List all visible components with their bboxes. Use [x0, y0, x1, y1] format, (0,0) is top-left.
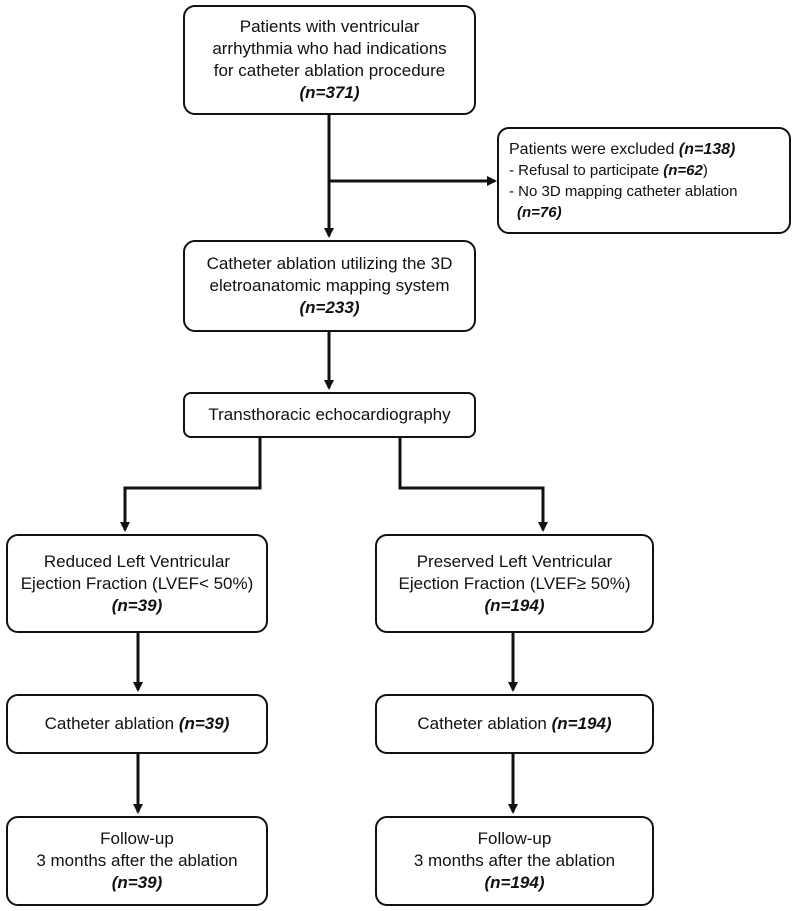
- ablation-reduced-label: Catheter ablation: [44, 714, 179, 733]
- reduced-count: (n=39): [111, 595, 163, 615]
- echo-label: Transthoracic echocardiography: [208, 405, 451, 424]
- followup-preserved-line-2: 3 months after the ablation: [413, 851, 616, 870]
- followup-preserved-count: (n=194): [484, 873, 545, 892]
- ablation-reduced-line: Catheter ablation (n=39): [45, 713, 230, 735]
- followup-preserved-line-1: Follow-up: [477, 829, 552, 848]
- excluded-nomap-count: (n=76): [517, 203, 562, 221]
- followup-reduced-line-2: 3 months after the ablation: [36, 851, 238, 870]
- ablation-preserved-box: Catheter ablation (n=194): [375, 694, 654, 754]
- screened-line-3: for catheter ablation procedure: [213, 61, 446, 80]
- ablation-preserved-count: (n=194): [551, 714, 612, 733]
- followup-reduced-box: Follow-up 3 months after the ablation (n…: [6, 816, 268, 906]
- excluded-refusal-text: - Refusal to participate: [509, 161, 664, 179]
- screened-count: (n=371): [299, 83, 360, 102]
- followup-preserved-box: Follow-up 3 months after the ablation (n…: [375, 816, 654, 906]
- mapping-line-1: Catheter ablation utilizing the 3D: [206, 254, 453, 273]
- ablation-reduced-count: (n=39): [178, 714, 230, 733]
- reduced-line-1: Reduced Left Ventricular: [43, 551, 231, 571]
- followup-reduced-line-1: Follow-up: [100, 829, 174, 848]
- excluded-count: (n=138): [678, 140, 736, 158]
- excluded-refusal-close: ): [702, 161, 708, 179]
- screened-line-1: Patients with ventricular: [239, 17, 420, 36]
- echo-box: Transthoracic echocardiography: [183, 392, 476, 438]
- preserved-count: (n=194): [484, 595, 545, 615]
- excluded-refusal-line: - Refusal to participate (n=62): [509, 160, 708, 181]
- preserved-line-1: Preserved Left Ventricular: [416, 551, 613, 571]
- ablation-preserved-label: Catheter ablation: [417, 714, 552, 733]
- excluded-box: Patients were excluded (n=138) - Refusal…: [497, 127, 791, 234]
- ablation-preserved-line: Catheter ablation (n=194): [417, 713, 611, 735]
- excluded-title-line: Patients were excluded (n=138): [509, 139, 735, 160]
- mapping-line-2: eletroanatomic mapping system: [209, 276, 450, 295]
- preserved-line-2: Ejection Fraction (LVEF≥ 50%): [398, 573, 631, 593]
- excluded-nomap-text: - No 3D mapping catheter ablation: [509, 182, 738, 200]
- mapping-box: Catheter ablation utilizing the 3D eletr…: [183, 240, 476, 332]
- screened-line-2: arrhythmia who had indications: [212, 39, 447, 58]
- mapping-count: (n=233): [299, 298, 360, 317]
- arrow-echo-to-reduced: [120, 438, 262, 532]
- followup-reduced-count: (n=39): [111, 873, 163, 892]
- excluded-refusal-count: (n=62: [663, 161, 703, 179]
- reduced-line-2: Ejection Fraction (LVEF< 50%): [20, 573, 254, 593]
- arrow-echo-to-preserved: [398, 438, 548, 532]
- reduced-box: Reduced Left Ventricular Ejection Fracti…: [6, 534, 268, 633]
- ablation-reduced-box: Catheter ablation (n=39): [6, 694, 268, 754]
- preserved-box: Preserved Left Ventricular Ejection Frac…: [375, 534, 654, 633]
- excluded-title: Patients were excluded: [509, 140, 679, 158]
- screened-box: Patients with ventricular arrhythmia who…: [183, 5, 476, 115]
